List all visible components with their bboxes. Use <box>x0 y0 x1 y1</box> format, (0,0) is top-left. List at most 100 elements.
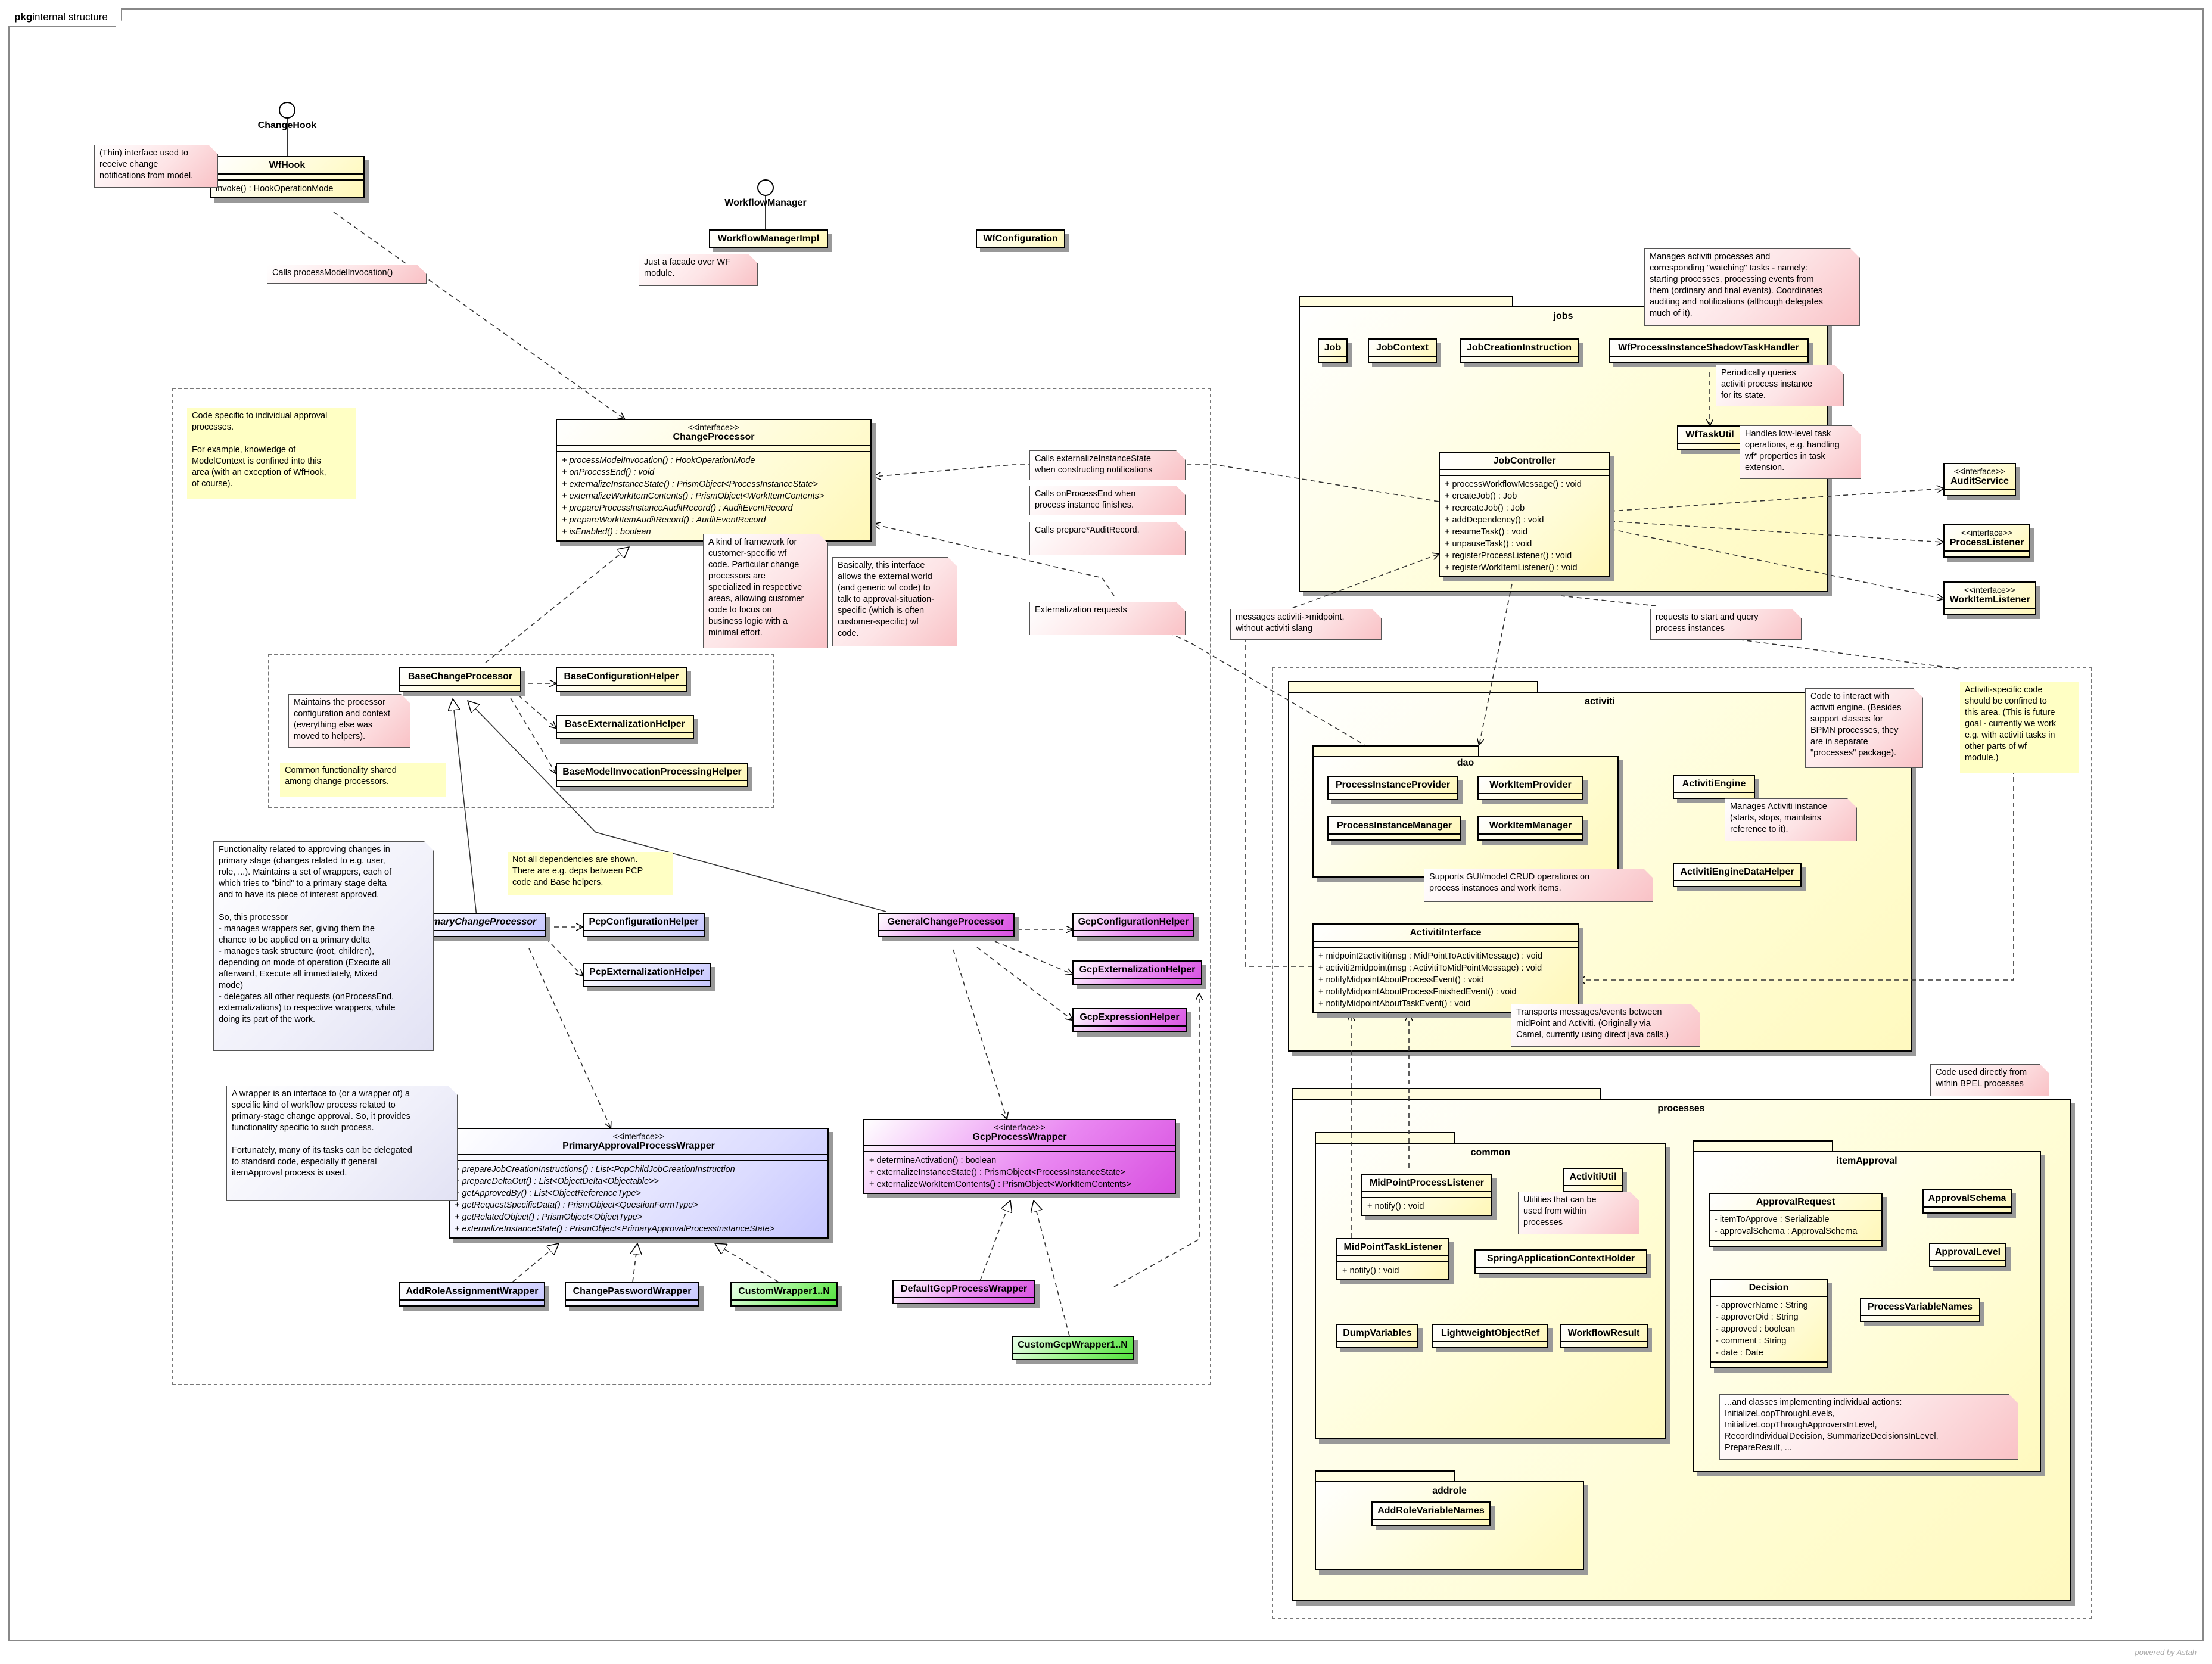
operations-section: + midpoint2activiti(msg : MidPointToActi… <box>1314 947 1578 1012</box>
class-jobcontext[interactable]: JobContext <box>1368 338 1437 363</box>
note-maintains: Maintains the processor configuration an… <box>288 694 410 748</box>
class-name: GeneralChangeProcessor <box>887 917 1005 927</box>
attributes-section <box>1678 443 1741 449</box>
class-name: ProcessVariableNames <box>1867 1302 1973 1312</box>
interface-processlistener[interactable]: <<interface>> ProcessListener <box>1943 524 2030 558</box>
note-not-all-dependencies: Not all dependencies are shown. There ar… <box>508 852 673 895</box>
class-processinstanceprovider[interactable]: ProcessInstanceProvider <box>1327 776 1458 800</box>
activiti-specific-area <box>1272 667 2092 1619</box>
customgcp-realizes-wrapper <box>1034 1200 1070 1336</box>
class-pcpconfigurationhelper[interactable]: PcpConfigurationHelper <box>583 913 705 937</box>
frame-name: internal structure <box>32 11 108 23</box>
class-customgcpwrapper[interactable]: CustomGcpWrapper1..N <box>1012 1336 1134 1360</box>
approval-specific-area <box>172 388 1211 1385</box>
attributes-section <box>1074 1025 1186 1031</box>
operations-section: + processWorkflowMessage() : void + crea… <box>1440 475 1609 576</box>
class-midpointtasklistener[interactable]: MidPointTaskListener + notify() : void <box>1336 1238 1449 1280</box>
class-jobcontroller[interactable]: JobController + processWorkflowMessage()… <box>1439 452 1610 577</box>
interface-primaryapprovalprocesswrapper[interactable]: <<interface>> PrimaryApprovalProcessWrap… <box>449 1128 829 1239</box>
class-jobcreationinstruction[interactable]: JobCreationInstruction <box>1460 338 1579 363</box>
class-springapplicationcontextholder[interactable]: SpringApplicationContextHolder <box>1474 1249 1647 1274</box>
interface-workitemlistener[interactable]: <<interface>> WorkItemListener <box>1943 581 2036 615</box>
package-name: itemApproval <box>1836 1156 1897 1166</box>
note-code-bpel: Code used directly from within BPEL proc… <box>1930 1064 2049 1096</box>
class-name: GcpProcessWrapper <box>972 1132 1067 1142</box>
class-workflowmanagerimpl[interactable]: WorkflowManagerImpl <box>709 229 828 248</box>
class-baseconfigurationhelper[interactable]: BaseConfigurationHelper <box>556 667 687 692</box>
class-gcpexpressionhelper[interactable]: GcpExpressionHelper <box>1072 1008 1187 1032</box>
class-defaultgcpprocesswrapper[interactable]: DefaultGcpProcessWrapper <box>892 1280 1035 1304</box>
class-name: JobContext <box>1376 343 1429 353</box>
class-activitienginedatahelper[interactable]: ActivitiEngineDataHelper <box>1673 863 1802 887</box>
class-name: ProcessInstanceManager <box>1337 820 1452 831</box>
class-generalchangeprocessor[interactable]: GeneralChangeProcessor <box>878 913 1015 937</box>
attributes-section <box>557 445 870 451</box>
class-wftaskutil[interactable]: WfTaskUtil <box>1677 425 1743 450</box>
class-gcpexternalizationhelper[interactable]: GcpExternalizationHelper <box>1072 960 1202 985</box>
class-workflowresult[interactable]: WorkflowResult <box>1560 1324 1648 1348</box>
class-wfprocessinstanceshadowtaskhandler[interactable]: WfProcessInstanceShadowTaskHandler <box>1609 338 1809 363</box>
class-name: AddRoleVariableNames <box>1377 1506 1485 1516</box>
astah-watermark: powered by Astah <box>2135 1648 2197 1657</box>
class-lightweightobjectref[interactable]: LightweightObjectRef <box>1432 1324 1548 1348</box>
class-wfconfiguration[interactable]: WfConfiguration <box>976 229 1065 248</box>
class-name: WorkflowResult <box>1567 1328 1640 1338</box>
stereotype: <<interface>> <box>1953 466 2006 476</box>
note-externalization-requests: Externalization requests <box>1029 602 1186 635</box>
class-gcpconfigurationhelper[interactable]: GcpConfigurationHelper <box>1072 913 1194 937</box>
class-name: WorkflowManagerImpl <box>717 234 820 244</box>
attributes-section <box>1440 469 1609 475</box>
interface-auditservice[interactable]: <<interface>> AuditService <box>1943 463 2016 496</box>
class-job[interactable]: Job <box>1318 338 1348 363</box>
class-addrolevariablenames[interactable]: AddRoleVariableNames <box>1371 1501 1491 1526</box>
class-customwrapper[interactable]: CustomWrapper1..N <box>730 1282 838 1307</box>
class-activitiutil[interactable]: ActivitiUtil <box>1563 1168 1623 1192</box>
class-approvallevel[interactable]: ApprovalLevel <box>1929 1243 2006 1267</box>
class-midpointprocesslistener[interactable]: MidPointProcessListener + notify() : voi… <box>1361 1174 1492 1216</box>
class-workitemmanager[interactable]: WorkItemManager <box>1477 816 1583 841</box>
custom-realizes-wrapper <box>715 1243 779 1283</box>
note-code-interact: Code to interact with activiti engine. (… <box>1805 688 1923 768</box>
interface-gcpprocesswrapper[interactable]: <<interface>> GcpProcessWrapper + determ… <box>863 1119 1176 1194</box>
jobcontroller-to-workitemlistener <box>1610 528 1943 599</box>
class-name: ProcessInstanceProvider <box>1335 780 1451 790</box>
attributes-section <box>411 930 545 936</box>
base-uses-exthelper <box>512 689 556 728</box>
attributes-section <box>557 780 747 786</box>
class-processvariablenames[interactable]: ProcessVariableNames <box>1860 1298 1980 1322</box>
class-name: WorkItemProvider <box>1489 780 1572 790</box>
attributes-section <box>400 1299 544 1305</box>
class-name: SpringApplicationContextHolder <box>1487 1254 1635 1264</box>
wfhook-to-changeprocessor <box>333 212 624 419</box>
note-periodically: Periodically queries activiti process in… <box>1716 365 1844 406</box>
class-name: DumpVariables <box>1343 1328 1412 1338</box>
primary-extends-base <box>453 699 477 917</box>
jobcontroller-to-auditservice <box>1610 489 1943 512</box>
class-addroleassignmentwrapper[interactable]: AddRoleAssignmentWrapper <box>399 1282 545 1307</box>
class-changepasswordwrapper[interactable]: ChangePasswordWrapper <box>565 1282 699 1307</box>
attributes-section <box>879 930 1013 936</box>
package-tab-dao <box>1312 745 1479 757</box>
class-activitiinterface[interactable]: ActivitiInterface + midpoint2activiti(ms… <box>1312 923 1579 1013</box>
package-tab-itemapproval <box>1693 1140 1833 1152</box>
class-activitiengine[interactable]: ActivitiEngine <box>1673 775 1755 799</box>
attributes-section <box>211 173 363 179</box>
class-pcpexternalizationhelper[interactable]: PcpExternalizationHelper <box>583 963 711 987</box>
class-decision[interactable]: Decision - approverName : String - appro… <box>1710 1279 1828 1368</box>
class-dumpvariables[interactable]: DumpVariables <box>1336 1324 1418 1348</box>
class-baseexternalizationhelper[interactable]: BaseExternalizationHelper <box>556 715 694 739</box>
class-basemodelinvocationprocessinghelper[interactable]: BaseModelInvocationProcessingHelper <box>556 763 748 787</box>
class-approvalschema[interactable]: ApprovalSchema <box>1922 1189 2012 1214</box>
class-name: PrimaryApprovalProcessWrapper <box>562 1141 715 1151</box>
class-wfhook[interactable]: WfHook invoke() : HookOperationMode <box>210 156 365 198</box>
class-processinstancemanager[interactable]: ProcessInstanceManager <box>1327 816 1461 841</box>
package-tab-processes <box>1292 1088 1601 1100</box>
class-name: PcpConfigurationHelper <box>589 917 699 927</box>
class-name: WfTaskUtil <box>1685 430 1734 440</box>
class-workitemprovider[interactable]: WorkItemProvider <box>1477 776 1583 800</box>
class-name: BaseConfigurationHelper <box>564 671 679 682</box>
class-basechangeprocessor[interactable]: BaseChangeProcessor <box>399 667 521 692</box>
interface-changeprocessor[interactable]: <<interface>> ChangeProcessor + processM… <box>556 419 872 542</box>
class-approvalrequest[interactable]: ApprovalRequest - itemToApprove : Serial… <box>1709 1193 1883 1247</box>
class-name: JobController <box>1493 456 1556 466</box>
